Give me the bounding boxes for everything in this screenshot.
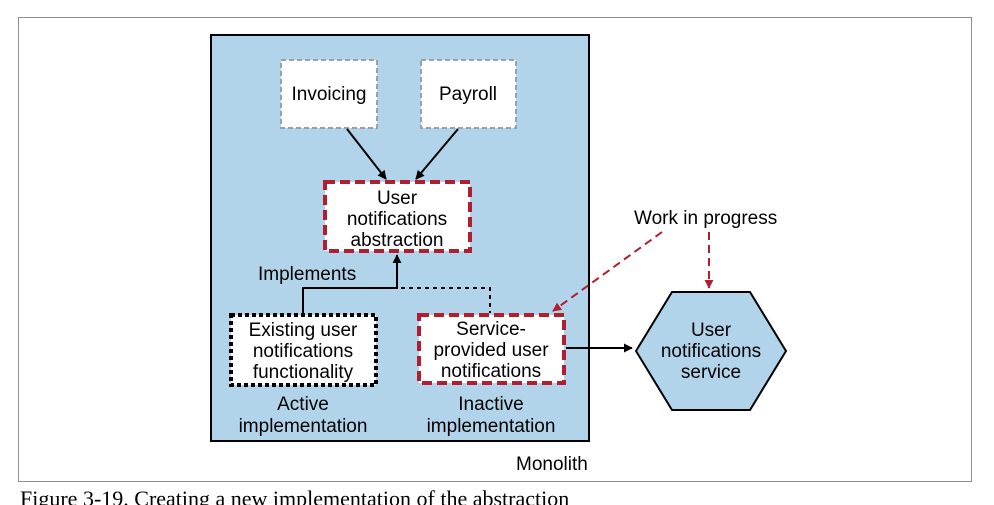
monolith-label: Monolith xyxy=(516,454,588,475)
invoicing-box xyxy=(280,59,378,129)
abstraction-line-1: User xyxy=(377,188,418,209)
abstraction-line-3: abstraction xyxy=(351,230,444,251)
payroll-box xyxy=(420,59,517,129)
implements-label: Implements xyxy=(258,264,356,285)
existing-line-2: notifications xyxy=(253,341,353,362)
payroll-label: Payroll xyxy=(439,84,497,105)
service-line-1: User xyxy=(691,320,732,341)
implements-arrow xyxy=(302,254,402,313)
figure-caption: Figure 3-19. Creating a new implementati… xyxy=(20,486,570,505)
abstraction-line-2: notifications xyxy=(347,209,447,230)
payroll-to-abstraction-arrow xyxy=(415,128,459,180)
active-implementation-line-2: implementation xyxy=(239,416,368,437)
user-notifications-service-hexagon xyxy=(634,291,788,411)
existing-user-notifications-box xyxy=(229,313,378,387)
service-provided-line-1: Service- xyxy=(456,319,526,340)
inactive-implementation-line-2: implementation xyxy=(427,416,556,437)
inactive-implements-link xyxy=(401,287,491,313)
architecture-diagram: Invoicing Payroll User notifications abs… xyxy=(210,34,788,475)
service-provided-line-3: notifications xyxy=(441,361,541,382)
service-line-2: notifications xyxy=(661,341,761,362)
existing-line-3: functionality xyxy=(253,362,354,383)
service-provided-user-notifications-box xyxy=(417,313,566,385)
invoicing-label: Invoicing xyxy=(292,84,367,105)
user-notifications-abstraction-box xyxy=(323,180,472,253)
wip-to-service-provided-arrow xyxy=(552,231,663,312)
active-implementation-line-1: Active xyxy=(277,394,329,415)
service-provided-line-2: provided user xyxy=(433,340,549,361)
service-line-3: service xyxy=(681,362,741,383)
invoicing-to-abstraction-arrow xyxy=(346,128,387,180)
inactive-implementation-line-1: Inactive xyxy=(458,394,523,415)
existing-line-1: Existing user xyxy=(249,320,358,341)
work-in-progress-label: Work in progress xyxy=(634,208,777,229)
